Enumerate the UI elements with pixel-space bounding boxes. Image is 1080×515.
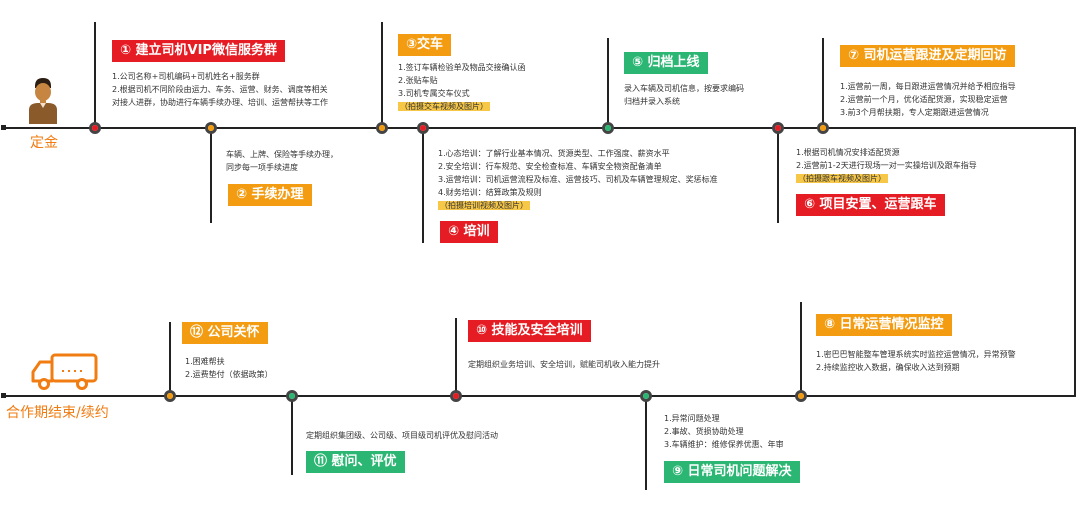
node-6: [772, 122, 784, 134]
node-2: [205, 122, 217, 134]
step-8-line-2: 2.持续监控收入数据，确保收入达到预期: [816, 363, 960, 372]
step-12-desc: 1.困难帮扶 2.运费垫付（依据政策）: [185, 355, 273, 381]
step-9-line-1: 1.异常问题处理: [664, 414, 720, 423]
person-icon: [26, 76, 60, 124]
stem-7: [822, 38, 824, 127]
node-4: [417, 122, 429, 134]
step-2-desc: 车辆、上牌、保险等手续办理， 同步每一项手续进度: [226, 148, 338, 174]
step-1-desc: 1.公司名称+司机编码+司机姓名+服务群 2.根据司机不同阶段由运力、车务、运营…: [112, 70, 328, 109]
step-4-line-1: 1.心态培训：了解行业基本情况、货源类型、工作强度、薪资水平: [438, 149, 670, 158]
stem-9: [645, 395, 647, 490]
step-7-line-3: 3.前3个月帮扶期，专人定期跟进运营情况: [840, 108, 989, 117]
step-2-title: ② 手续办理: [228, 184, 312, 206]
step-6-line-1: 1.根据司机情况安排适配货源: [796, 148, 900, 157]
timeline-right-connector: [1074, 127, 1076, 397]
timeline-end-cap: [1, 393, 6, 398]
step-10-line-1: 定期组织业务培训、安全培训，赋能司机收入能力提升: [468, 360, 660, 369]
step-9-line-3: 3.车辆维护：维修保养优惠、年审: [664, 440, 784, 449]
step-3-title: ③交车: [398, 34, 452, 56]
start-label: 定金: [30, 135, 58, 151]
stem-10: [455, 318, 457, 395]
step-4-line-4: 4.财务培训：结算政策及规则: [438, 188, 542, 197]
step-1-title: ① 建立司机VIP微信服务群: [112, 40, 285, 62]
step-4-note: （拍摄培训视频及图片）: [438, 201, 530, 210]
step-3-desc: 1.签订车辆检验单及物品交接确认函 2.张贴车贴 3.司机专属交车仪式 （拍摄交…: [398, 61, 526, 113]
step-4-title: ④ 培训: [440, 221, 498, 243]
step-12-title: ⑫ 公司关怀: [182, 322, 268, 344]
step-4-line-3: 3.运营培训：司机运营流程及标准、运营技巧、司机及车辆管理规定、奖惩标准: [438, 175, 718, 184]
node-9: [640, 390, 652, 402]
step-5-line-2: 归档并录入系统: [624, 97, 680, 106]
step-10-desc: 定期组织业务培训、安全培训，赋能司机收入能力提升: [468, 358, 660, 371]
stem-5: [607, 38, 609, 127]
node-10: [450, 390, 462, 402]
step-7-line-2: 2.运营前一个月，优化适配货源，实现稳定运营: [840, 95, 1008, 104]
step-3-line-2: 2.张贴车贴: [398, 76, 438, 85]
stem-12: [169, 322, 171, 395]
step-5-line-1: 录入车辆及司机信息，按要求编码: [624, 84, 744, 93]
step-9-line-2: 2.事故、货损协助处理: [664, 427, 744, 436]
step-7-desc: 1.运营前一周，每日跟进运营情况并给予相应指导 2.运营前一个月，优化适配货源，…: [840, 80, 1016, 119]
stem-11: [291, 395, 293, 475]
step-3-note: （拍摄交车视频及图片）: [398, 102, 490, 111]
step-7-line-1: 1.运营前一周，每日跟进运营情况并给予相应指导: [840, 82, 1016, 91]
stem-1: [94, 22, 96, 127]
stem-4: [422, 127, 424, 243]
step-11-title: ⑪ 慰问、评优: [306, 451, 405, 473]
step-6-note: （拍摄跟车视频及图片）: [796, 174, 888, 183]
step-7-title: ⑦ 司机运营跟进及定期回访: [840, 45, 1015, 67]
step-8-title: ⑧ 日常运营情况监控: [816, 314, 952, 336]
node-5: [602, 122, 614, 134]
step-4-desc: 1.心态培训：了解行业基本情况、货源类型、工作强度、薪资水平 2.安全培训：行车…: [438, 147, 718, 212]
stem-6: [777, 127, 779, 223]
step-9-title: ⑨ 日常司机问题解决: [664, 461, 800, 483]
step-3-line-3: 3.司机专属交车仪式: [398, 89, 470, 98]
node-1: [89, 122, 101, 134]
step-9-desc: 1.异常问题处理 2.事故、货损协助处理 3.车辆维护：维修保养优惠、年审: [664, 412, 784, 451]
node-12: [164, 390, 176, 402]
step-3-line-1: 1.签订车辆检验单及物品交接确认函: [398, 63, 526, 72]
end-label: 合作期结束/续约: [6, 405, 109, 421]
step-6-line-2: 2.运营前1-2天进行现场一对一实操培训及跟车指导: [796, 161, 977, 170]
timeline-bottom: [4, 395, 1076, 397]
stem-8: [800, 302, 802, 395]
step-2-line-1: 车辆、上牌、保险等手续办理，: [226, 150, 338, 159]
node-7: [817, 122, 829, 134]
step-1-line-1: 1.公司名称+司机编码+司机姓名+服务群: [112, 72, 260, 81]
step-11-line-1: 定期组织集团级、公司级、项目级司机评优及慰问活动: [306, 431, 498, 440]
node-11: [286, 390, 298, 402]
node-3: [376, 122, 388, 134]
step-1-line-3: 对接人进群，协助进行车辆手续办理、培训、运营帮扶等工作: [112, 98, 328, 107]
step-12-line-1: 1.困难帮扶: [185, 357, 225, 366]
step-8-desc: 1.密巴巴智能整车管理系统实时监控运营情况，异常预警 2.持续监控收入数据，确保…: [816, 348, 1016, 374]
step-5-desc: 录入车辆及司机信息，按要求编码 归档并录入系统: [624, 82, 744, 108]
step-11-desc: 定期组织集团级、公司级、项目级司机评优及慰问活动: [306, 429, 498, 442]
step-2-line-2: 同步每一项手续进度: [226, 163, 298, 172]
step-5-title: ⑤ 归档上线: [624, 52, 708, 74]
step-12-line-2: 2.运费垫付（依据政策）: [185, 370, 273, 379]
step-6-title: ⑥ 项目安置、运营跟车: [796, 194, 945, 216]
stem-2: [210, 127, 212, 223]
step-8-line-1: 1.密巴巴智能整车管理系统实时监控运营情况，异常预警: [816, 350, 1016, 359]
timeline-start-cap: [1, 125, 6, 130]
node-8: [795, 390, 807, 402]
step-1-line-2: 2.根据司机不同阶段由运力、车务、运营、财务、调度等相关: [112, 85, 328, 94]
timeline-top: [4, 127, 1076, 129]
stem-3: [381, 22, 383, 127]
step-10-title: ⑩ 技能及安全培训: [468, 320, 591, 342]
truck-icon: [30, 352, 100, 390]
step-4-line-2: 2.安全培训：行车规范、安全检查标准、车辆安全物资配备清单: [438, 162, 662, 171]
step-6-desc: 1.根据司机情况安排适配货源 2.运营前1-2天进行现场一对一实操培训及跟车指导…: [796, 146, 977, 185]
